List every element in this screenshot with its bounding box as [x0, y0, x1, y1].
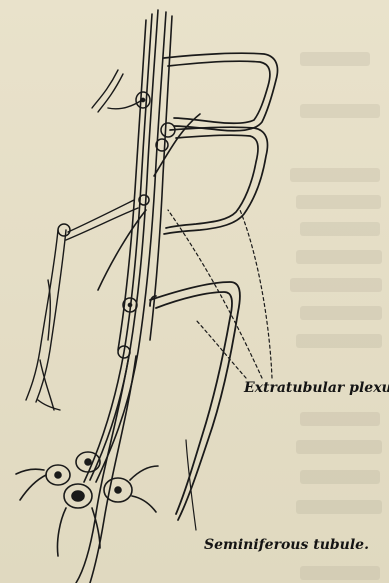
upper-left-fibres	[92, 70, 142, 112]
cell-nucleus	[85, 459, 91, 465]
left-branch	[26, 200, 138, 410]
nucleus	[58, 224, 70, 236]
extratubular-plexus-label: Extratubular plexus.	[244, 380, 389, 396]
plexus-leader-lines	[168, 210, 272, 378]
nucleus-dot	[128, 303, 131, 306]
nucleus-dot	[141, 98, 144, 101]
middle-tubule-loop	[164, 127, 268, 234]
cell-nucleus-large	[72, 491, 84, 501]
cell-nucleus	[55, 472, 61, 478]
basal-cell-cluster	[16, 452, 158, 556]
upper-tubule-loop	[164, 53, 278, 131]
cell-nucleus	[115, 487, 121, 493]
lower-tubule-loop	[150, 282, 240, 520]
seminiferous-tubule-label: Seminiferous tubule.	[204, 537, 369, 553]
